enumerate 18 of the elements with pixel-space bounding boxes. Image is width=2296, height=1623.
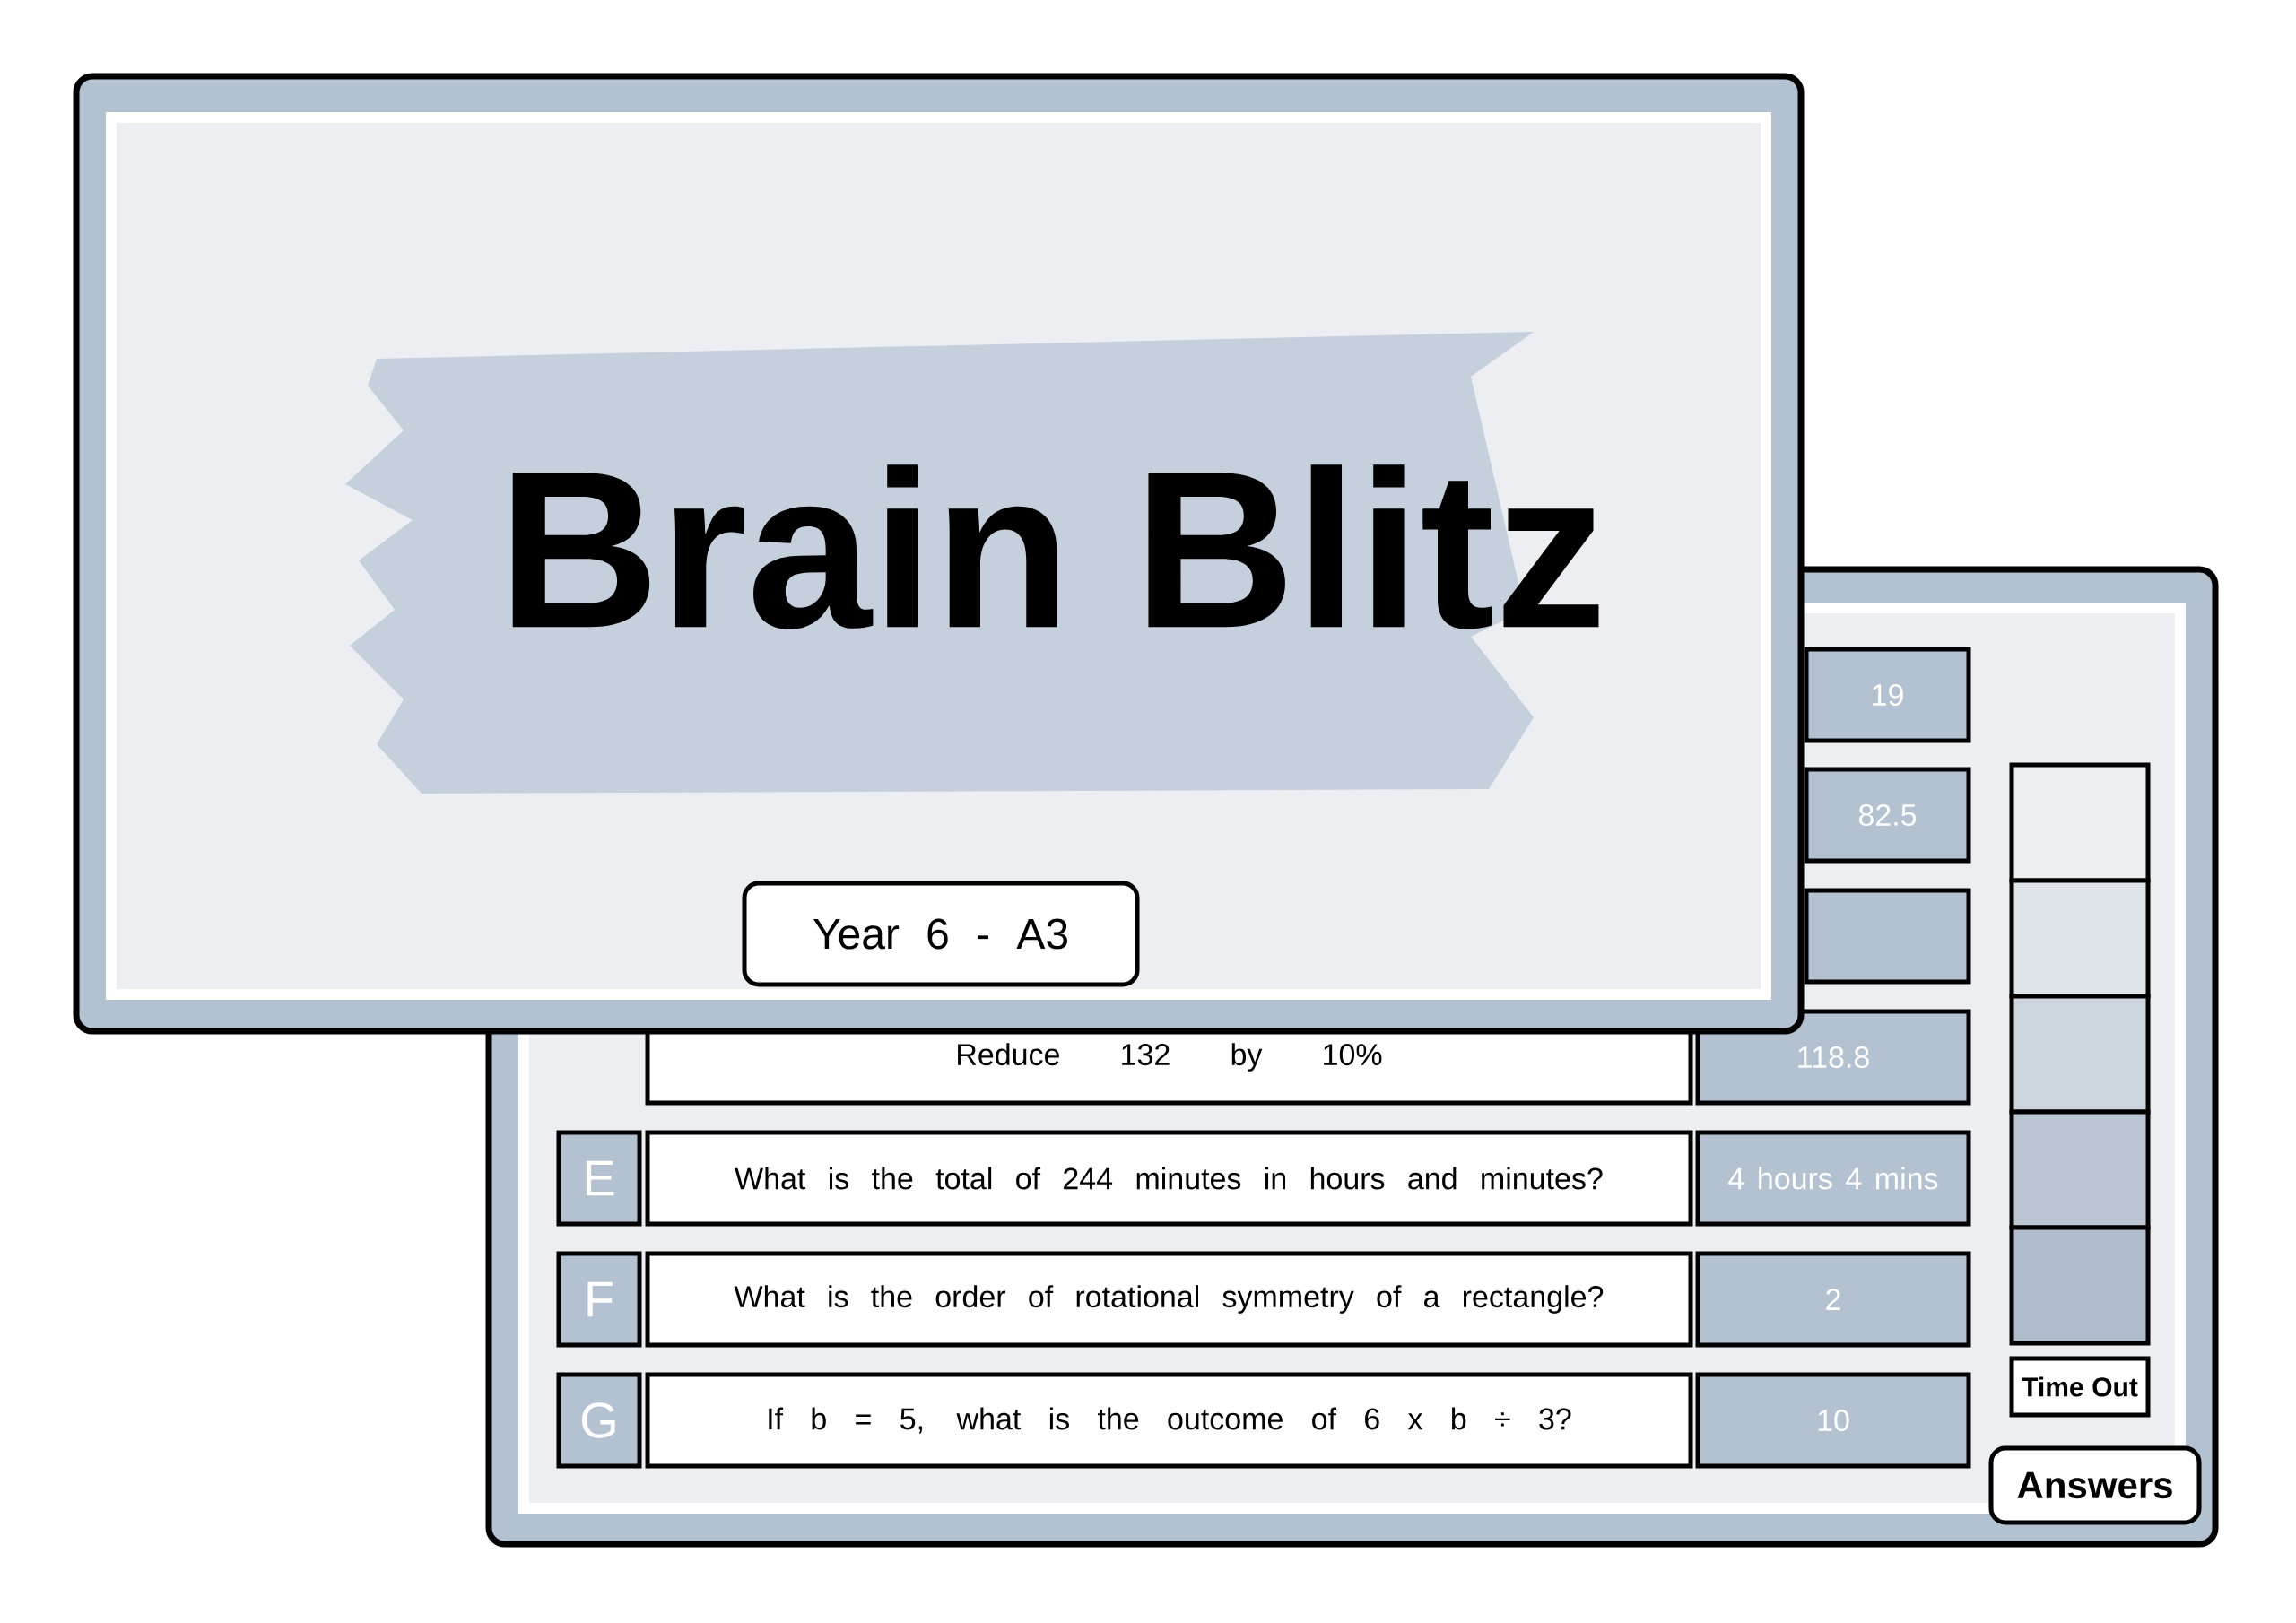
question-box: What is the order of rotational symmetry of a rectangle? — [645, 1251, 1693, 1348]
label-box: Year 6 - A3 — [742, 881, 1140, 987]
letter-box: G — [556, 1372, 642, 1469]
answer-box: 19 — [1804, 647, 1971, 743]
answer-box: 82.5 — [1804, 767, 1971, 864]
letter-box: E — [556, 1130, 642, 1227]
answer-box: 10 — [1695, 1372, 1971, 1469]
question-box: If b = 5, what is the outcome of 6 x b ÷ 3? — [645, 1372, 1693, 1469]
question-box: What is the total of 244 minutes in hours and minutes? — [645, 1130, 1693, 1227]
letter-box: F — [556, 1251, 642, 1348]
answer-box: 118.8 — [1695, 1009, 1971, 1106]
answer-box: 2 — [1695, 1251, 1971, 1348]
answers-button: Answers — [1988, 1445, 2202, 1525]
answer-box: 4 hours 4 mins — [1695, 1130, 1971, 1227]
timer-segment — [2009, 1225, 2151, 1346]
answer-box — [1804, 888, 1971, 985]
time-out-box: Time Out — [2009, 1356, 2151, 1418]
title: Brain Blitz — [512, 464, 1599, 629]
